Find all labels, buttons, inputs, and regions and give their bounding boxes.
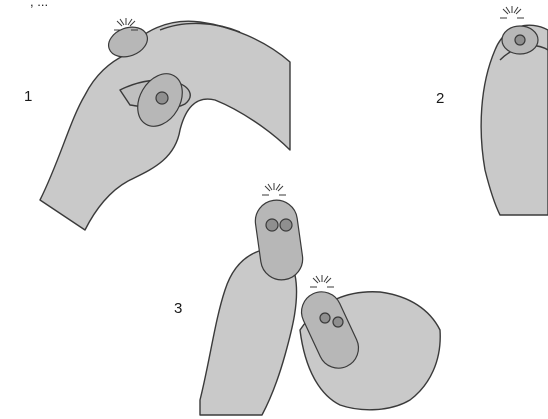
led-flash-icon	[310, 275, 334, 287]
led-flash-icon	[500, 6, 524, 18]
figure-2-remote	[502, 26, 538, 54]
led-flash-icon	[262, 183, 286, 195]
hand-illustration	[40, 21, 290, 230]
figure-1-hands	[40, 21, 290, 230]
